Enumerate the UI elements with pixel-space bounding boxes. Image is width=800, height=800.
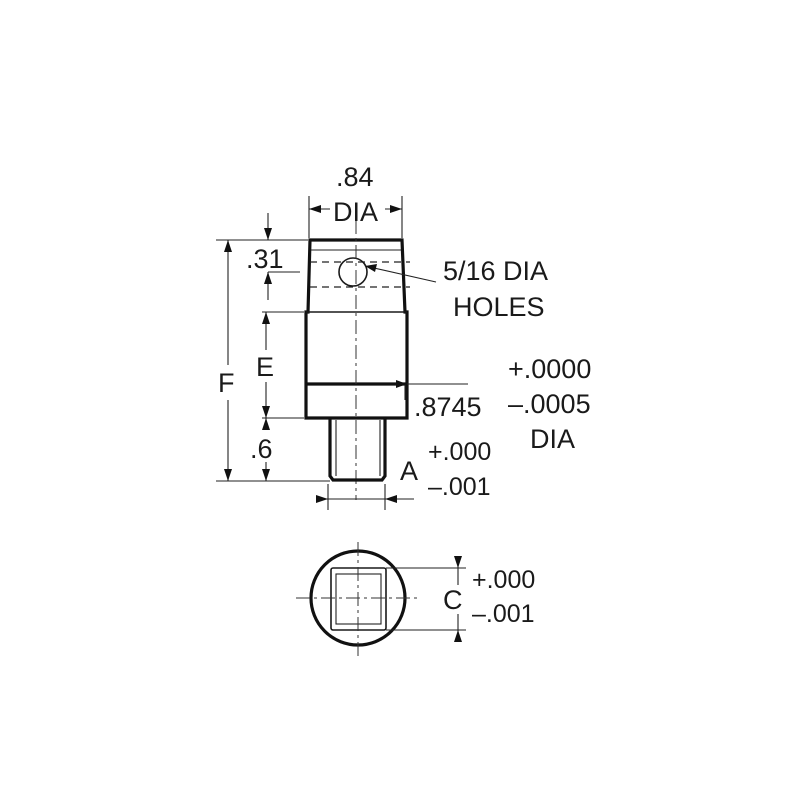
dim-f-label: F <box>218 368 235 398</box>
end-view <box>296 542 420 660</box>
tol-c-plus: +.000 <box>472 566 535 594</box>
side-view <box>304 220 410 500</box>
dim-6-label: .6 <box>250 434 273 464</box>
dim-top-dia: .84 DIA <box>308 162 403 238</box>
shaft-dia-unit: DIA <box>530 424 575 454</box>
dim-a-label: A <box>400 456 418 486</box>
top-dia-value: .84 <box>336 162 374 192</box>
tol-a-minus: –.001 <box>428 473 491 501</box>
cross-hole <box>338 257 368 287</box>
top-dia-unit: DIA <box>333 197 378 227</box>
tol-c-minus: –.001 <box>472 600 535 628</box>
holes-line1: 5/16 DIA <box>443 256 548 286</box>
holes-line2: HOLES <box>453 292 545 322</box>
dim-31-label: .31 <box>246 244 284 274</box>
dim-c-label: C <box>443 585 463 615</box>
dim-left: F .31 E .6 <box>216 213 330 482</box>
tol-plus-4: +.0000 <box>508 354 591 384</box>
shaft-dia-dim: +.0000 .8745 –.0005 DIA <box>396 354 591 454</box>
shank-outline <box>328 418 387 482</box>
shaft-dia-value: .8745 <box>414 392 482 422</box>
tol-minus-4: –.0005 <box>508 389 591 419</box>
tol-a-plus: +.000 <box>428 438 491 466</box>
holes-callout: 5/16 DIA HOLES <box>364 256 548 322</box>
dim-e-label: E <box>256 352 274 382</box>
dim-c: C +.000 –.001 <box>386 556 535 642</box>
dim-a: A +.000 –.001 <box>316 438 491 510</box>
